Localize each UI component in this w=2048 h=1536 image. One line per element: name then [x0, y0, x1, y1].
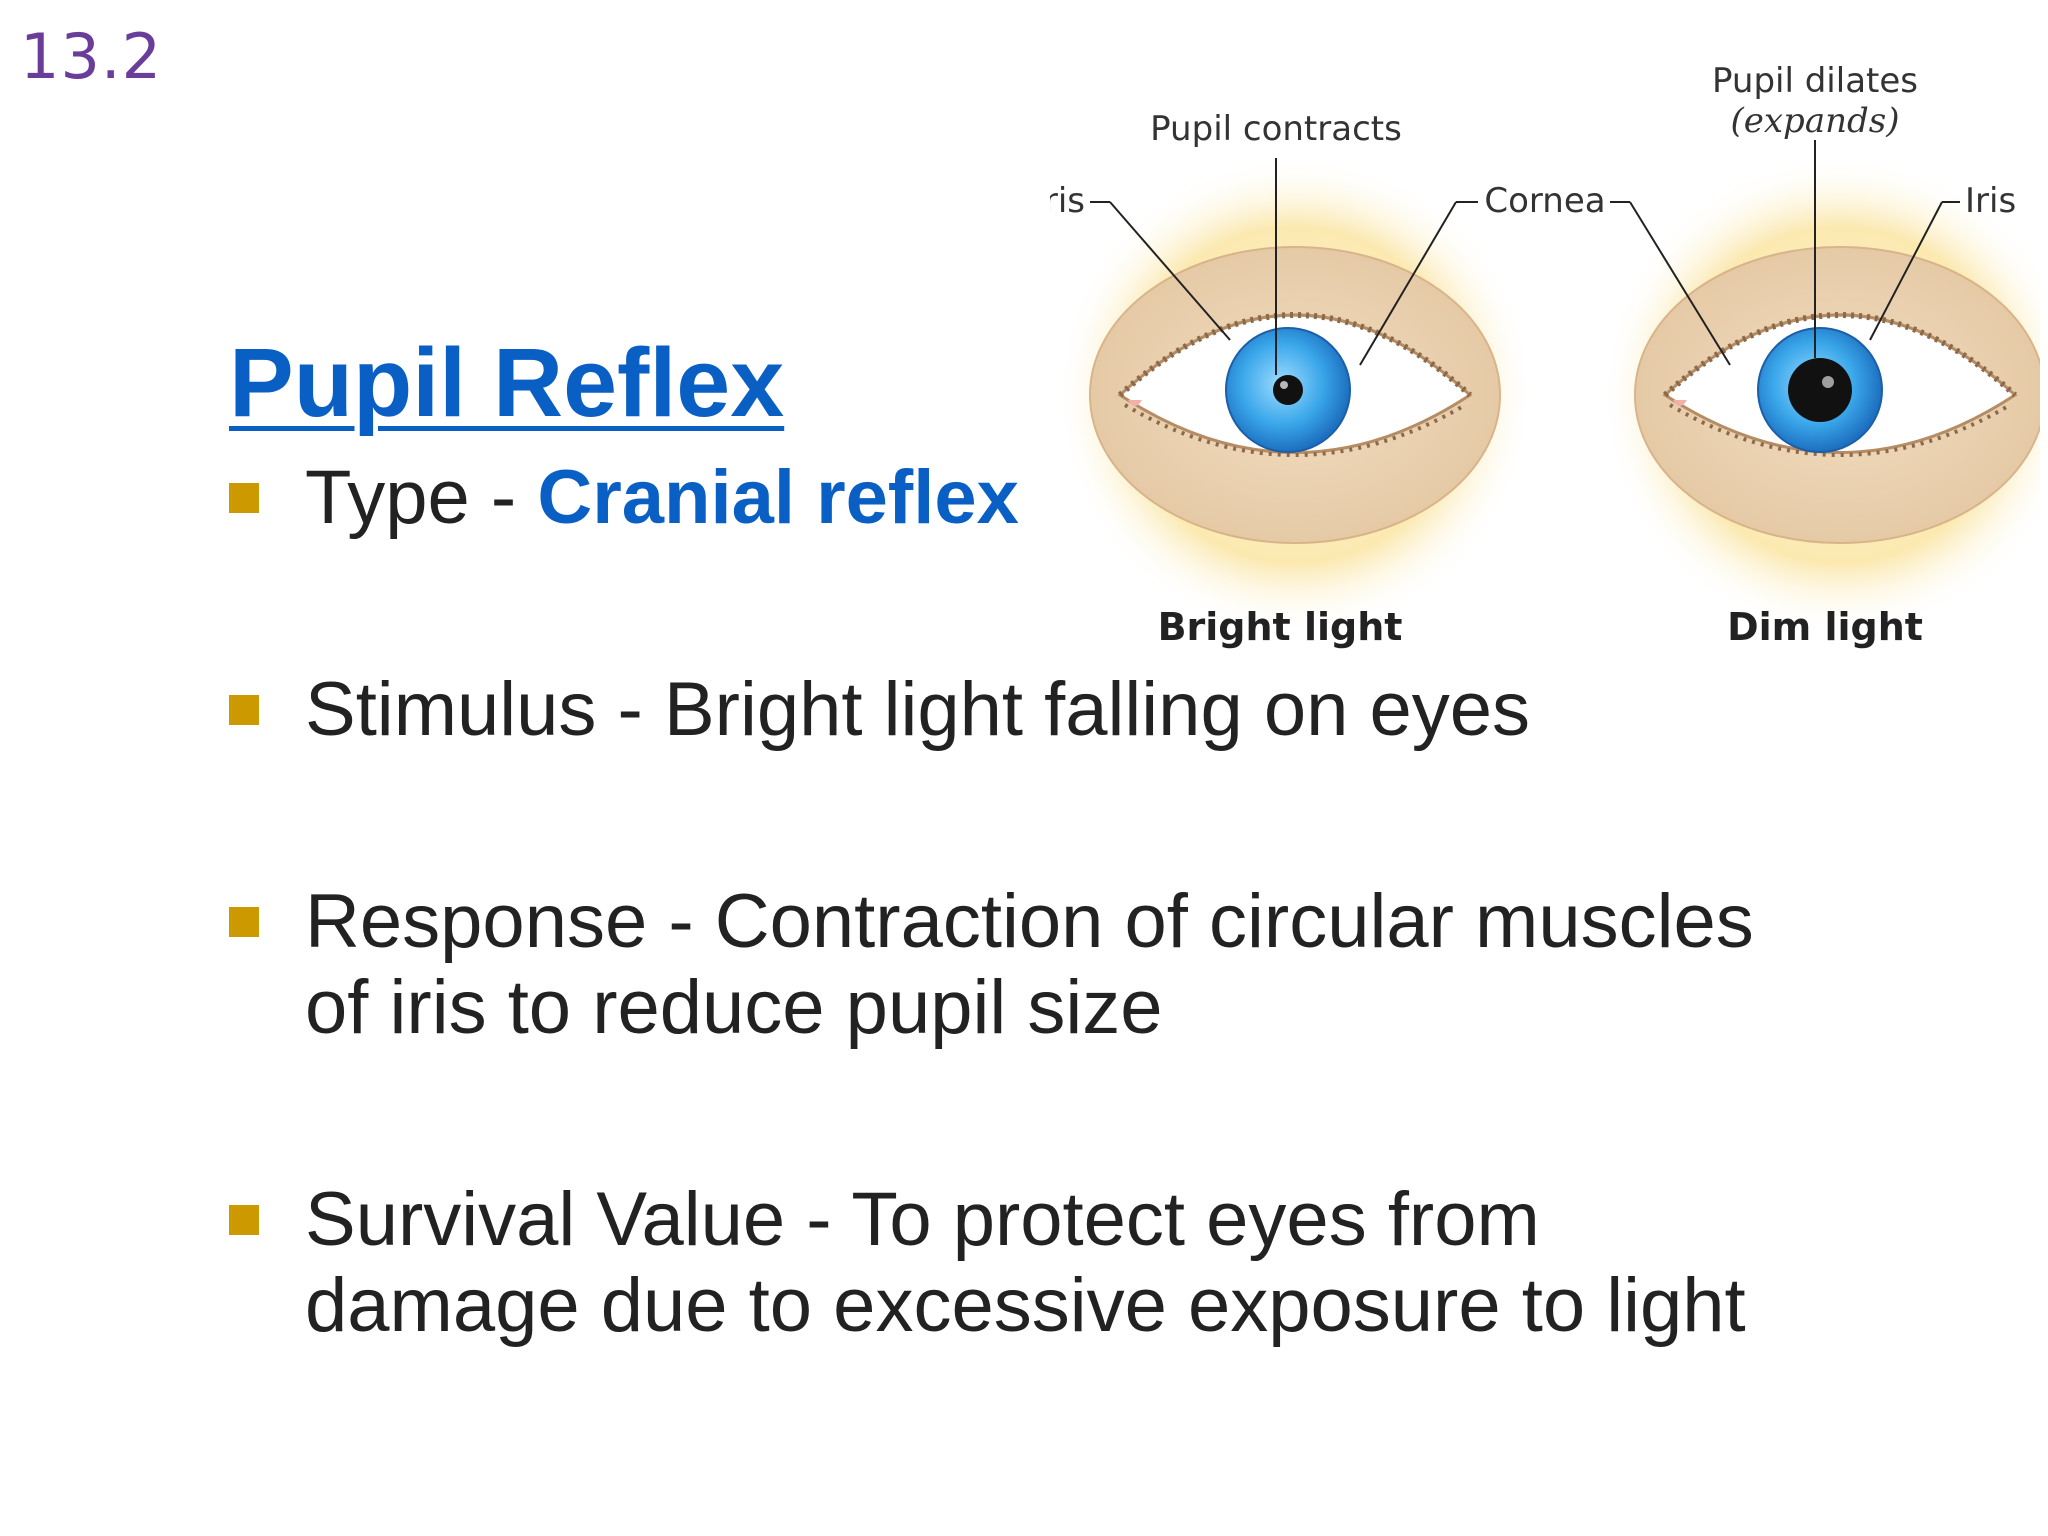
bullet-line: damage due to excessive exposure to ligh… — [305, 1263, 1746, 1348]
iris-label-right: Iris — [1965, 181, 2016, 221]
bullet-square-icon — [229, 483, 259, 513]
type-value: Cranial reflex — [537, 455, 1019, 540]
dim-light-caption: Dim light — [1727, 605, 1923, 649]
iris-label-left: Iris — [1050, 181, 1085, 221]
bullet-square-icon — [229, 1205, 259, 1235]
bullet-type: Type - Cranial reflex — [229, 455, 1019, 541]
bright-light-eye — [1055, 155, 1535, 635]
bullet-text: Stimulus - Bright light falling on eyes — [305, 667, 1531, 752]
section-number: 13.2 — [20, 20, 163, 93]
bright-light-caption: Bright light — [1158, 605, 1403, 649]
bullet-stimulus: Stimulus - Bright light falling on eyes — [229, 667, 1530, 753]
leader-lines — [1090, 140, 1960, 375]
bullet-square-icon — [229, 907, 259, 937]
bullet-line: of iris to reduce pupil size — [305, 965, 1163, 1050]
pupil-dilates-label: Pupil dilates — [1712, 61, 1918, 101]
cornea-label: Cornea — [1484, 181, 1605, 221]
type-label: Type - — [305, 455, 538, 540]
bullet-text: Response - Contraction of circular muscl… — [305, 879, 1754, 1051]
bullet-square-icon — [229, 695, 259, 725]
bullet-line: Survival Value - To protect eyes from — [305, 1177, 1540, 1262]
slide-title: Pupil Reflex — [229, 328, 785, 437]
pupil-contracts-label: Pupil contracts — [1150, 109, 1402, 149]
dim-light-eye — [1600, 155, 2040, 635]
pupil-reflex-diagram: Iris Pupil contracts Cornea Pupil dilate… — [1050, 61, 2040, 649]
pupil-dilates-sublabel: (expands) — [1731, 101, 1900, 141]
bullet-line: Response - Contraction of circular muscl… — [305, 879, 1754, 964]
bullet-response: Response - Contraction of circular muscl… — [229, 879, 1754, 1051]
bullet-text: Type - Cranial reflex — [305, 455, 1019, 541]
